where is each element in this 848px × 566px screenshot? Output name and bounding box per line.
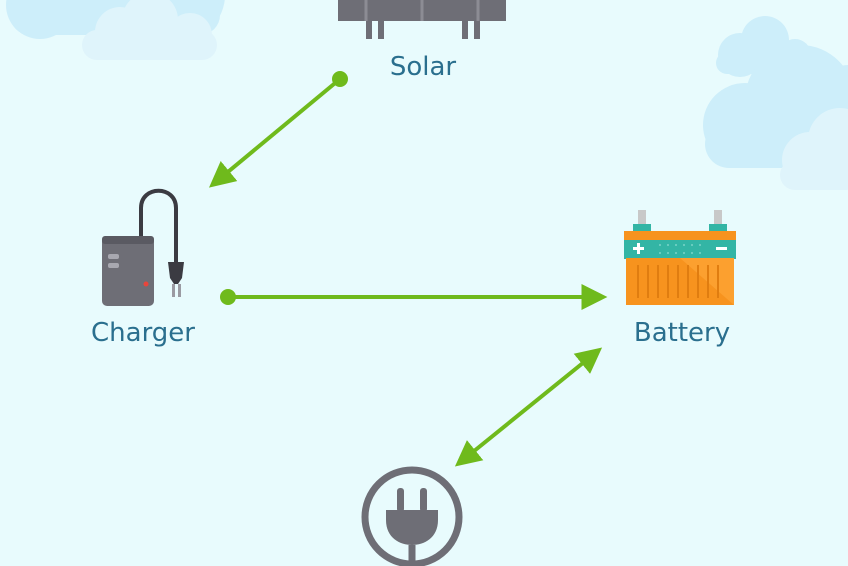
- battery-icon: [624, 210, 736, 305]
- cloud-right-front: [780, 108, 848, 190]
- arrow-solar-to-charger: [208, 71, 348, 188]
- plug-icon: [361, 466, 463, 566]
- node-label-battery: Battery: [633, 318, 731, 348]
- arrow-battery-grid-bidirectional: [454, 347, 603, 467]
- charger-icon: [102, 188, 184, 306]
- node-label-charger: Charger: [91, 318, 195, 348]
- solar-panel-icon: [338, 0, 506, 39]
- arrow-charger-to-battery: [220, 284, 608, 310]
- node-label-solar: Solar: [389, 52, 457, 82]
- cloud-top-left-small: [82, 0, 217, 60]
